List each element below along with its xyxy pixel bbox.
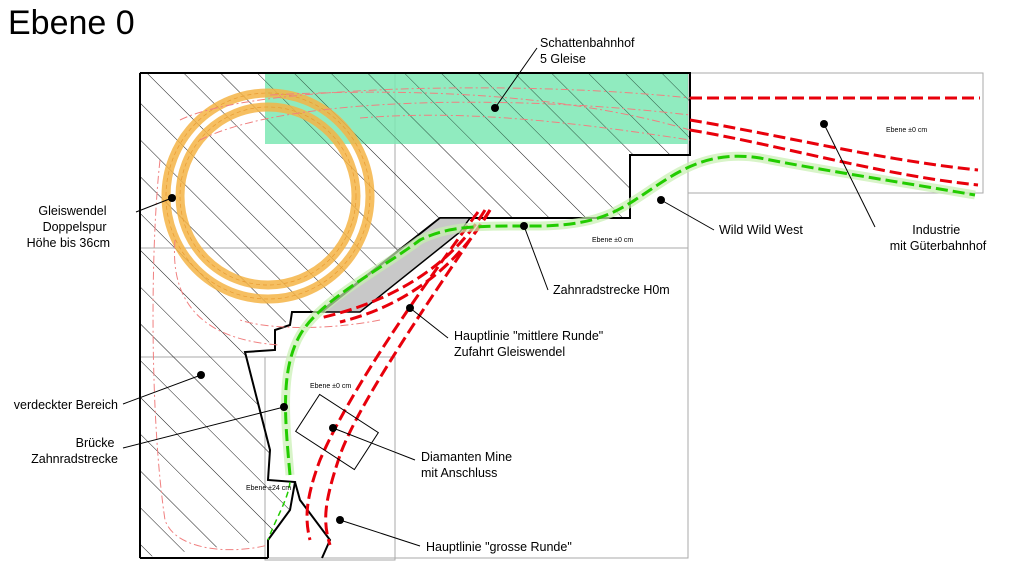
label-schattenbahnhof: Schattenbahnhof 5 Gleise — [540, 36, 638, 66]
label-wildwest: Wild Wild West — [719, 223, 803, 237]
label-verdeckt: verdeckter Bereich — [14, 398, 118, 412]
page-title: Ebene 0 — [8, 4, 135, 42]
label-diamantenmine: Diamanten Mine mit Anschluss — [421, 450, 516, 480]
label-zahnradstrecke: Zahnradstrecke H0m — [553, 283, 670, 297]
level-tag-bruecke: Ebene ±24 cm — [246, 485, 291, 492]
callout-lines — [122, 47, 876, 547]
level-tag-mine: Ebene ±0 cm — [310, 383, 351, 390]
main-line-tracks — [305, 96, 980, 546]
label-industrie: Industrie mit Güterbahnhof — [890, 223, 987, 253]
hidden-area-border — [140, 72, 691, 558]
label-bruecke: Brücke Zahnradstrecke — [31, 436, 118, 466]
level-tag-wildwest: Ebene ±0 cm — [592, 237, 633, 244]
callout-dots — [168, 104, 828, 524]
helix — [161, 88, 375, 304]
label-gleiswendel: Gleiswendel Doppelspur Höhe bis 36cm — [27, 204, 110, 250]
hidden-tracks — [152, 87, 691, 551]
label-mittlere-runde: Hauptlinie "mittlere Runde" Zufahrt Glei… — [454, 329, 607, 359]
mine-building — [294, 393, 380, 471]
hidden-area — [140, 73, 690, 558]
label-grosse-runde: Hauptlinie "grosse Runde" — [426, 540, 572, 554]
level-tag-industrie: Ebene ±0 cm — [886, 127, 927, 134]
rack-railway-track — [267, 151, 976, 541]
